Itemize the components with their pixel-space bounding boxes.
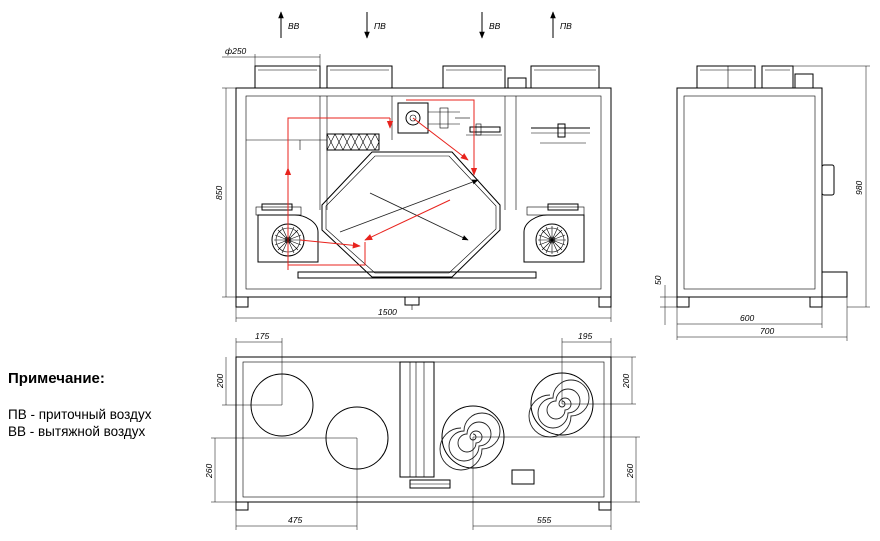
drain-tray <box>297 271 537 279</box>
spigot-2 <box>326 65 393 89</box>
side-casing <box>676 87 823 298</box>
dim-plan-195: 195 <box>578 331 592 341</box>
dim-side-foot: 50 <box>653 275 663 285</box>
side-view: 980 50 600 700 <box>653 65 870 341</box>
spigot-1 <box>254 65 321 89</box>
flow-arrow-top-right-out: ПВ <box>550 11 572 38</box>
damper-actuator <box>397 102 429 134</box>
dim-side-depth-outer: 700 <box>760 326 774 336</box>
front-view: ф250 <box>214 46 612 322</box>
flow-label-bb-right: BB <box>489 21 501 31</box>
plan-view: 175 195 200 200 260 260 475 55 <box>204 331 640 530</box>
dim-front-width: 1500 <box>378 307 397 317</box>
note-title: Примечание: <box>8 370 105 387</box>
front-casing <box>235 87 612 298</box>
dim-side-depth-inner: 600 <box>740 313 754 323</box>
dim-front-height: 850 <box>214 186 224 200</box>
spigot-3 <box>442 65 506 89</box>
spiral-duct-lower <box>439 405 505 471</box>
dim-duct-diameter: ф250 <box>225 46 247 56</box>
flow-arrow-top-left-out: BB <box>278 11 300 38</box>
plan-casing <box>235 356 612 503</box>
spiral-duct-upper <box>528 372 594 438</box>
note-line-exhaust: ВВ - вытяжной воздух <box>8 424 146 439</box>
dim-plan-555: 555 <box>537 515 551 525</box>
dim-plan-175: 175 <box>255 331 269 341</box>
fan-housing-right <box>523 214 585 263</box>
dim-plan-475: 475 <box>288 515 302 525</box>
flow-label-pb-left: ПВ <box>374 21 386 31</box>
flow-arrow-top-right-in: BB <box>479 12 501 39</box>
note-line-supply: ПВ - приточный воздух <box>8 407 152 422</box>
flow-label-pb-right: ПВ <box>560 21 572 31</box>
terminal-box <box>507 77 527 89</box>
dim-side-height: 980 <box>854 181 864 195</box>
heat-exchanger <box>321 151 501 278</box>
dim-plan-260-right: 260 <box>625 464 635 479</box>
flow-label-bb-left: BB <box>288 21 300 31</box>
dim-plan-200-right: 200 <box>621 374 631 389</box>
fan-housing-left <box>257 214 319 263</box>
flow-arrow-top-left-in: ПВ <box>364 12 386 39</box>
airflow-paths <box>284 99 478 270</box>
dim-plan-200-left: 200 <box>215 374 225 389</box>
dim-plan-260-left: 260 <box>204 464 214 479</box>
fan-right <box>535 223 569 257</box>
spigot-4 <box>530 65 600 89</box>
